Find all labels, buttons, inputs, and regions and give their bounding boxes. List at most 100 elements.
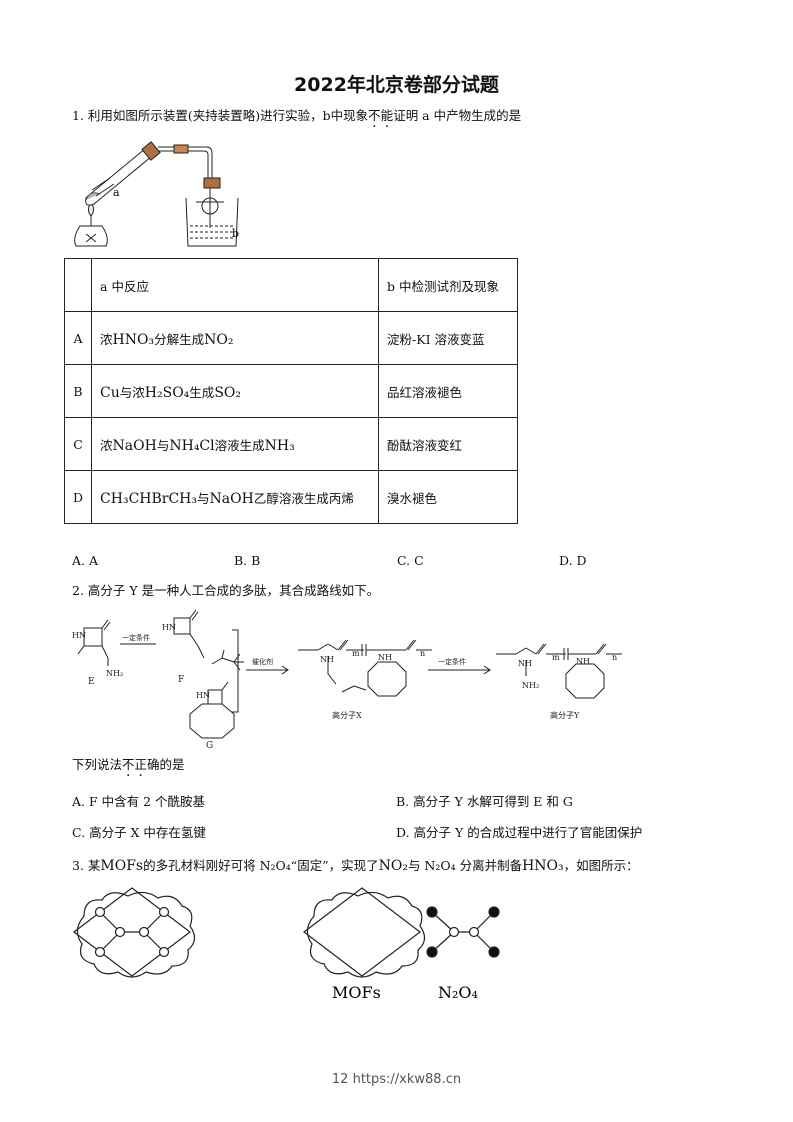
row-key: A: [63, 311, 93, 365]
table-row: A 浓HNO₃分解生成NO₂ 淀粉-KI 溶液变蓝: [63, 311, 519, 365]
q3-formula: HNO₃: [522, 858, 564, 874]
compound-g: [189, 681, 235, 739]
label-nh2-y: NH₂: [522, 681, 539, 690]
label-nh-x2: NH: [378, 653, 392, 662]
row-test: 酚酞溶液变红: [378, 417, 519, 471]
q1-option-d[interactable]: D. D: [559, 553, 587, 568]
row-test: 溴水褪色: [378, 470, 519, 524]
synthesis-scheme: HN NH₂ E 一定条件 HN F HN G 催化剂 NH m NH n 高分…: [72, 609, 622, 751]
reaction-text: 浓: [100, 331, 113, 347]
label-cond2: 催化剂: [252, 657, 273, 666]
apparatus-diagram: a b: [74, 141, 239, 247]
row-reaction: Cu与浓H₂SO₄生成SO₂: [91, 364, 380, 418]
row-key: C: [63, 417, 93, 471]
reaction-text: 与: [197, 490, 210, 506]
label-b: b: [232, 227, 239, 240]
row-test: 淀粉-KI 溶液变蓝: [378, 311, 519, 365]
question-3-stem: 3. 某MOFs的多孔材料刚好可将 N₂O₄“固定”，实现了NO₂与 N₂O₄ …: [72, 858, 639, 874]
row-reaction: 浓HNO₃分解生成NO₂: [91, 311, 380, 365]
q3-text: 3. 某: [72, 858, 101, 873]
polymer-y: [496, 643, 622, 699]
beaker-b: [185, 177, 239, 247]
row-test: 品红溶液褪色: [378, 364, 519, 418]
q1-option-a[interactable]: A. A: [72, 553, 99, 568]
question-2-stem: 2. 高分子 Y 是一种人工合成的多肽，其合成路线如下。: [72, 583, 380, 598]
label-m-y: m: [552, 653, 560, 662]
label-hn-f: HN: [162, 623, 176, 632]
label-y: 高分子Y: [550, 710, 580, 720]
stopper-icon: [141, 141, 161, 161]
q3-text: 的多孔材料刚好可将 N₂O₄“固定”，实现了: [143, 858, 379, 873]
q3-text: ，如图所示：: [563, 858, 639, 873]
q1-option-b[interactable]: B. B: [234, 553, 261, 568]
table-row: D CH₃CHBrCH₃与NaOH乙醇溶液生成丙烯 溴水褪色: [63, 470, 519, 524]
reaction-text: 分解生成: [154, 331, 205, 347]
formula: NO₂: [204, 331, 234, 348]
table-header-row: a 中反应 b 中检测试剂及现象: [63, 258, 519, 312]
label-cond1: 一定条件: [122, 633, 150, 642]
label-n-x: n: [420, 649, 425, 658]
q2-option-c[interactable]: C. 高分子 X 中存在氢键: [72, 825, 206, 840]
compound-f: [173, 609, 244, 671]
row-key: B: [63, 364, 93, 418]
q2-option-d[interactable]: D. 高分子 Y 的合成过程中进行了官能团保护: [396, 825, 643, 840]
q1-suffix: 证明 a 中产物生成的是: [393, 108, 522, 123]
formula: SO₂: [214, 384, 241, 401]
label-hn: HN: [72, 631, 86, 640]
delivery-tube: [158, 144, 213, 184]
table-row: C 浓NaOH与NH₄Cl溶液生成NH₃ 酚酞溶液变红: [63, 417, 519, 471]
header-cell-test: b 中检测试剂及现象: [378, 258, 519, 312]
header-cell-reaction: a 中反应: [91, 258, 380, 312]
reaction-text: 浓: [100, 437, 113, 453]
alcohol-lamp: [74, 201, 108, 247]
formula: CH₃CHBrCH₃: [100, 490, 197, 507]
table-row: B Cu与浓H₂SO₄生成SO₂ 品红溶液褪色: [63, 364, 519, 418]
q1-emph-2: 能: [381, 108, 394, 123]
q1-option-c[interactable]: C. C: [397, 553, 424, 568]
reaction-text: 与: [156, 437, 170, 453]
label-e: E: [88, 677, 95, 687]
formula: NH₄Cl: [169, 437, 215, 454]
q2-option-a[interactable]: A. F 中含有 2 个酰胺基: [72, 794, 206, 809]
question-1-stem: 1. 利用如图所示装置(夹持装置略)进行实验，b中现象不能证明 a 中产物生成的…: [72, 108, 521, 124]
q2-question: 下列说法不正确的是: [72, 757, 185, 773]
q3-formula: MOFs: [100, 858, 144, 874]
q2-emph-1: 不: [122, 757, 135, 772]
label-hn-g: HN: [196, 691, 210, 700]
label-f: F: [178, 675, 184, 685]
label-a: a: [113, 186, 120, 199]
row-key: D: [63, 470, 93, 524]
label-mofs: MOFs: [332, 983, 381, 1002]
reaction-text: 溶液生成: [214, 437, 265, 453]
q3-text: 与 N₂O₄ 分离并制备: [407, 858, 523, 873]
header-cell-key: [63, 258, 93, 312]
q2-emph-2: 正: [135, 757, 148, 772]
q3-formula: NO₂: [378, 858, 408, 874]
reaction-text: 与浓: [119, 384, 145, 400]
q2-question-prefix: 下列说法: [72, 757, 123, 772]
formula: HNO₃: [112, 331, 155, 348]
label-g: G: [206, 741, 213, 751]
compound-e: [77, 619, 111, 666]
formula: NH₃: [264, 437, 295, 454]
label-nh-x: NH: [320, 655, 334, 664]
label-n-y: n: [612, 653, 617, 662]
q1-table: a 中反应 b 中检测试剂及现象 A 浓HNO₃分解生成NO₂ 淀粉-KI 溶液…: [63, 258, 519, 524]
formula: NaOH: [112, 437, 157, 454]
row-reaction: CH₃CHBrCH₃与NaOH乙醇溶液生成丙烯: [91, 470, 380, 524]
q2-option-b[interactable]: B. 高分子 Y 水解可得到 E 和 G: [396, 794, 573, 809]
mof-empty: [303, 887, 426, 978]
q1-emph-1: 不: [368, 108, 381, 123]
reaction-text: 乙醇溶液生成丙烯: [253, 490, 354, 506]
page-title: 2022年北京卷部分试题: [294, 74, 499, 96]
mof-with-n2o4: [73, 887, 196, 978]
label-nh-y: NH: [518, 659, 532, 668]
label-m-x: m: [352, 649, 360, 658]
test-tube-a: [85, 147, 153, 206]
label-nh2: NH₂: [106, 669, 123, 678]
label-x: 高分子X: [332, 710, 362, 720]
n2o4-molecule: [426, 906, 500, 958]
label-cond3: 一定条件: [438, 657, 466, 666]
bracket: [232, 629, 239, 713]
q1-prefix: 1. 利用如图所示装置(夹持装置略)进行实验，b中现象: [72, 108, 369, 123]
